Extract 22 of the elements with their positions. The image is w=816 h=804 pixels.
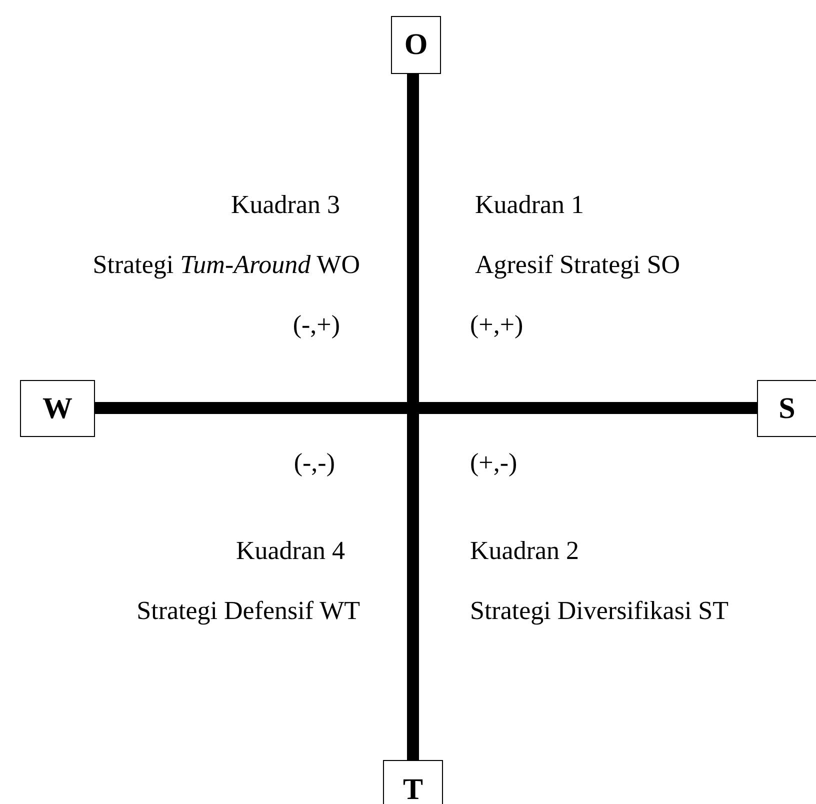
quadrant-label: Kuadran 3 [230,192,340,218]
node-label: O [404,28,428,62]
node-label: T [402,773,423,804]
strategy-label: Agresif Strategi SO [475,252,680,278]
quadrant-label: Kuadran 1 [475,192,584,218]
letter-box [383,760,443,804]
sign-label: (+,+) [470,312,524,338]
quadrant-label: Kuadran 4 [236,538,345,564]
strategy-label: Strategi Defensif WT [136,598,360,624]
sign-label: (+,-) [470,450,518,476]
sign-label: (-,-) [294,450,335,476]
letter-box [391,16,441,74]
quadrant-label: Kuadran 2 [470,538,580,564]
letter-box [20,380,95,437]
node-label: W [42,392,72,426]
letter-box [757,380,816,437]
strategy-label: Strategi Tum-Around WO [92,252,360,278]
axis-line [95,402,757,414]
sign-label: (-,+) [292,312,340,338]
node-label: S [778,392,796,426]
strategy-label: Strategi Diversifikasi ST [470,598,729,624]
axis-line [407,74,419,760]
